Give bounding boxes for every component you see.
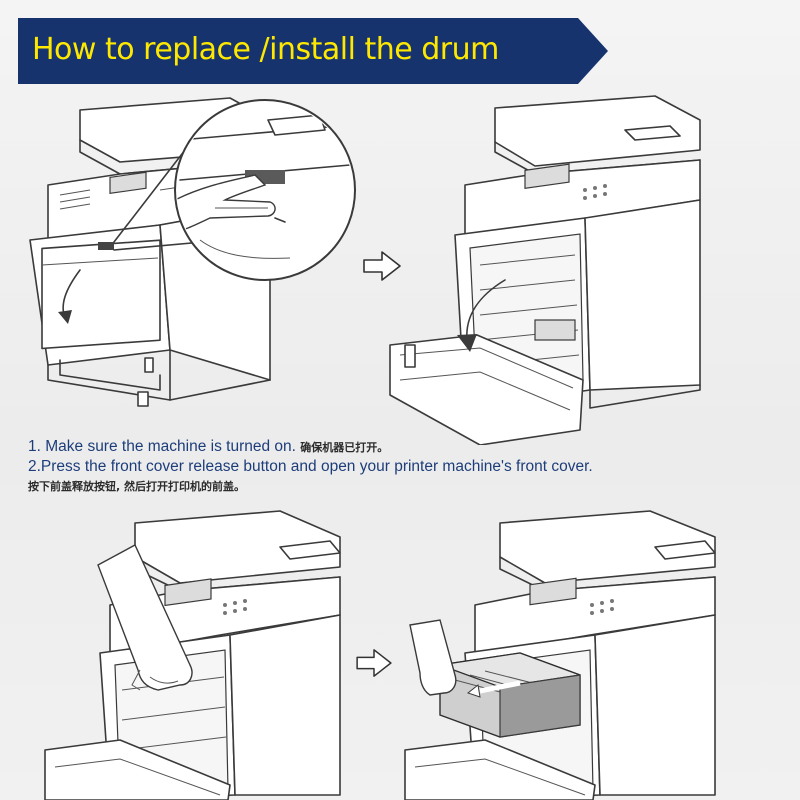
illustration-printer-cover-open xyxy=(389,95,701,445)
step-2-chinese: 按下前盖释放按钮, 然后打开打印机的前盖。 xyxy=(28,480,246,493)
illustration-hand-grab-drum xyxy=(44,510,341,800)
next-arrow-icon xyxy=(363,251,401,281)
illustration-drum-pulled-out xyxy=(404,510,716,800)
step-1: 1. Make sure the machine is turned on. 确… xyxy=(28,437,788,457)
step-2-text: 2.Press the front cover release button a… xyxy=(28,458,593,475)
banner-shape xyxy=(18,18,608,84)
step-1-chinese: 确保机器已打开。 xyxy=(300,441,389,454)
next-arrow-icon xyxy=(356,649,392,677)
instructions: 1. Make sure the machine is turned on. 确… xyxy=(28,437,788,496)
illustration-printer-closed xyxy=(29,97,356,407)
step-1-text: 1. Make sure the machine is turned on. xyxy=(28,438,296,455)
step-2: 2.Press the front cover release button a… xyxy=(28,457,788,476)
title-banner: How to replace /install the drum xyxy=(18,18,608,84)
step-2-chinese-row: 按下前盖释放按钮, 然后打开打印机的前盖。 xyxy=(28,476,788,496)
page-title: How to replace /install the drum xyxy=(32,32,499,67)
